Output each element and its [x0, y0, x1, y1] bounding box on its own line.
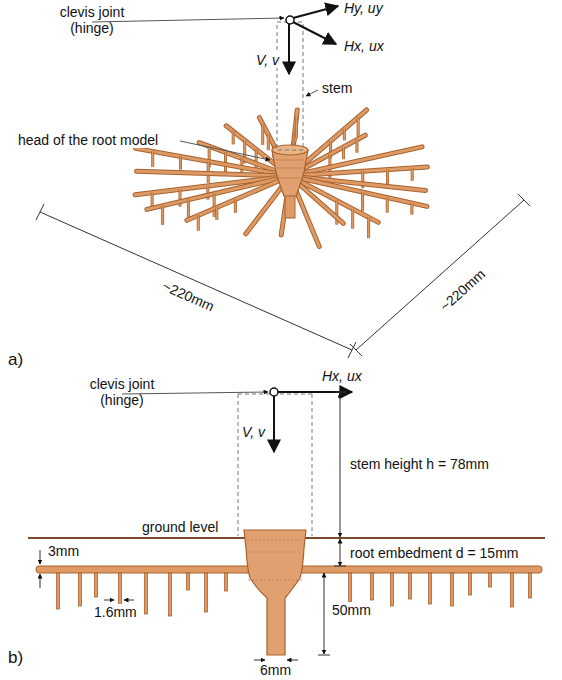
- dimension-label: ~220mm: [158, 277, 218, 316]
- leader-line: [180, 141, 270, 160]
- hinge-symbol: [270, 388, 278, 396]
- force-arrow: [293, 6, 338, 18]
- hinge-label: clevis joint (hinge): [70, 376, 174, 408]
- panel-label: a): [6, 352, 25, 368]
- dimension-label: stem height h = 78mm: [348, 456, 491, 472]
- part-label: ground level: [140, 519, 220, 535]
- force-label: V, v: [240, 424, 267, 440]
- stem-outline: [238, 394, 239, 536]
- root-head: [244, 530, 306, 655]
- root-head: [272, 145, 308, 196]
- dimension-line: [36, 194, 530, 358]
- force-label: V, v: [254, 52, 281, 68]
- dimension-label: 6mm: [258, 662, 293, 678]
- force-arrow: [273, 396, 275, 452]
- dimension-label: 1.6mm: [92, 604, 139, 620]
- force-arrow: [288, 24, 290, 74]
- dimension-line: [40, 392, 346, 660]
- force-arrow: [278, 391, 352, 393]
- hinge-label: clevis joint (hinge): [40, 4, 144, 36]
- dimension-label: 50mm: [330, 602, 373, 618]
- root-model-3d: [135, 110, 427, 246]
- leader-line: [122, 392, 268, 394]
- force-arrow: [293, 22, 336, 44]
- force-label: Hx, ux: [342, 38, 386, 54]
- part-label: stem: [320, 80, 354, 96]
- force-label: Hx, ux: [320, 368, 364, 384]
- leader-line: [306, 90, 318, 96]
- part-label: head of the root model: [16, 132, 160, 148]
- panel-label: b): [6, 650, 25, 666]
- stem-outline: [277, 22, 303, 150]
- dimension-label: 3mm: [46, 543, 81, 559]
- force-label: Hy, uy: [342, 0, 385, 16]
- dimension-label: root embedment d = 15mm: [348, 545, 520, 561]
- stem-outline: [312, 394, 313, 536]
